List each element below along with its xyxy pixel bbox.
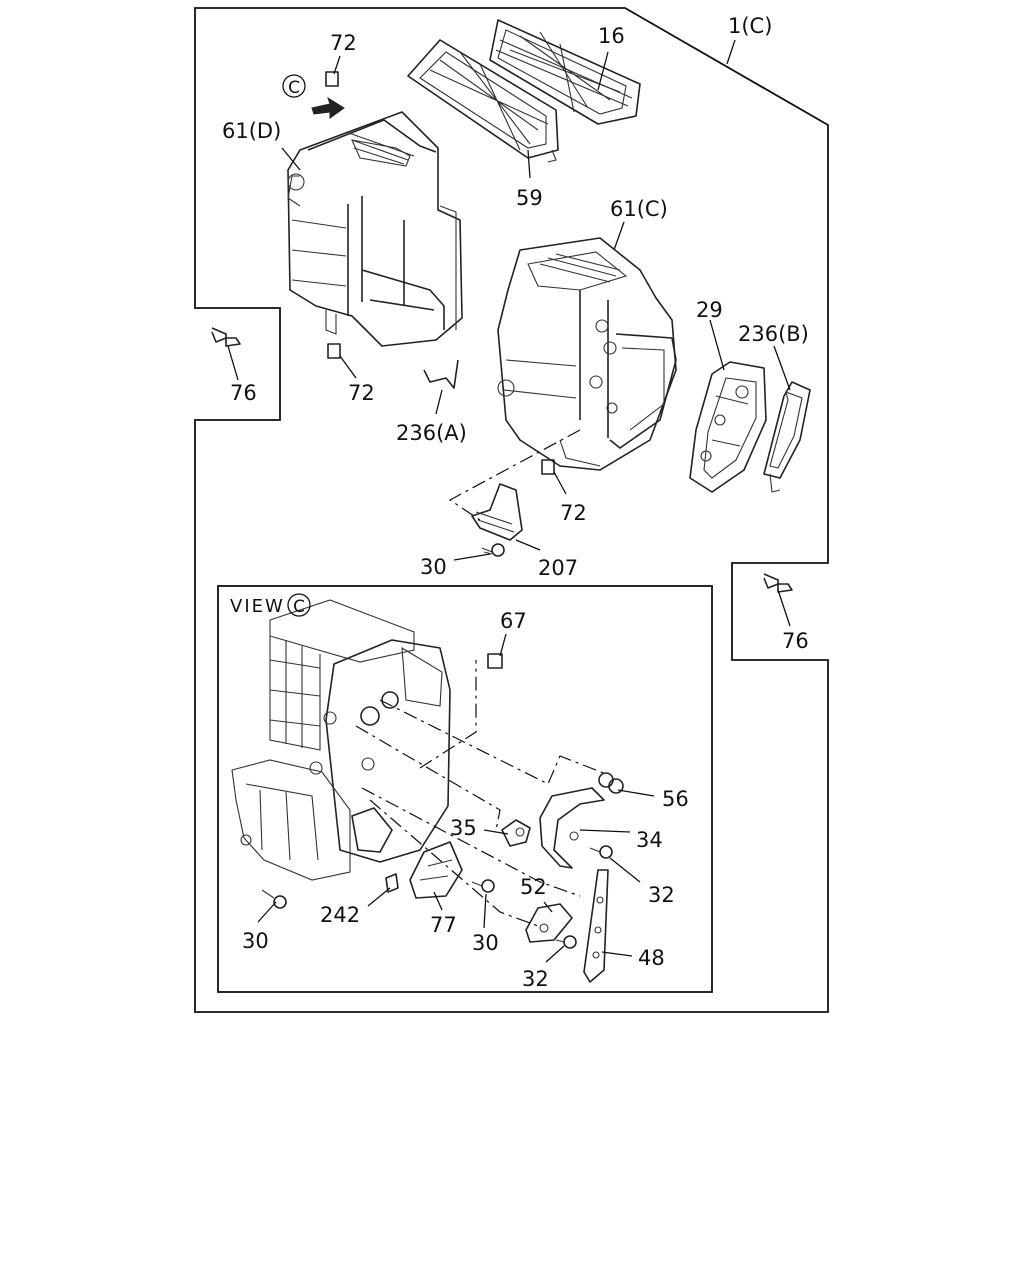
alignment-line-67 <box>419 660 477 769</box>
part-76-bracket-left <box>211 327 241 347</box>
view-symbol-marker: C <box>287 593 311 617</box>
view-c-inset-frame <box>217 585 713 993</box>
callout-30-view: 30 <box>472 931 499 955</box>
callout-34: 34 <box>636 828 663 852</box>
part-207-bracket <box>471 483 523 541</box>
view-c-reference-marker: C <box>282 74 306 98</box>
callout-59: 59 <box>516 186 543 210</box>
callout-30-view-left: 30 <box>242 929 269 953</box>
part-61c-case-half <box>497 237 677 471</box>
part-29-actuator <box>689 361 767 493</box>
callout-72-top: 72 <box>330 31 357 55</box>
part-236b-seal <box>763 381 811 493</box>
callout-52: 52 <box>520 875 547 899</box>
part-32-screw-a <box>589 845 613 859</box>
callout-77: 77 <box>430 913 457 937</box>
callout-48: 48 <box>638 946 665 970</box>
callout-236a: 236(A) <box>396 421 467 445</box>
callout-61d: 61(D) <box>222 119 281 143</box>
part-61d-case-half <box>287 111 463 347</box>
part-32-screw-b <box>555 935 577 949</box>
alignment-line-35 <box>355 725 501 831</box>
part-72-clip-top <box>325 71 339 87</box>
callout-72-mid: 72 <box>348 381 375 405</box>
part-72-clip-mid <box>327 343 341 359</box>
part-16-filter-frame <box>489 19 641 125</box>
part-52-bracket <box>525 903 573 943</box>
callout-207: 207 <box>538 556 578 580</box>
part-67-nut <box>487 653 503 669</box>
callout-32-b: 32 <box>522 967 549 991</box>
part-242-clip <box>385 873 399 893</box>
part-30-screw-view-left <box>261 889 287 909</box>
alignment-line-77 <box>369 799 539 927</box>
callout-29: 29 <box>696 298 723 322</box>
callout-35: 35 <box>450 816 477 840</box>
airflow-arrow <box>311 96 345 119</box>
alignment-line-48 <box>361 787 581 897</box>
callout-32-a: 32 <box>648 883 675 907</box>
part-59-filter <box>407 39 559 163</box>
leader-lines <box>227 39 791 963</box>
part-76-bracket-right <box>763 573 793 593</box>
callout-56: 56 <box>662 787 689 811</box>
callout-30-top: 30 <box>420 555 447 579</box>
part-30-screw-view-right <box>471 879 495 893</box>
callout-76-left: 76 <box>230 381 257 405</box>
callout-242: 242 <box>320 903 360 927</box>
part-77-actuator <box>409 841 463 899</box>
view-c-reference-letter: C <box>288 78 300 98</box>
diagram-frame <box>194 7 829 1013</box>
part-48-rod <box>583 869 609 983</box>
view-symbol-letter: C <box>293 597 305 617</box>
view-label: VIEW <box>230 596 285 617</box>
part-236a-seal <box>423 359 459 389</box>
callout-61c: 61(C) <box>610 197 668 221</box>
view-c-case-body <box>231 599 451 881</box>
callout-67: 67 <box>500 609 527 633</box>
callout-1c: 1(C) <box>728 14 772 38</box>
alignment-line-upper <box>448 429 581 521</box>
alignment-line-56 <box>379 699 607 785</box>
part-30-screw-upper <box>481 543 505 557</box>
part-56-clip <box>598 772 624 794</box>
callout-76-right: 76 <box>782 629 809 653</box>
part-35-lever <box>501 819 531 847</box>
callout-72-low: 72 <box>560 501 587 525</box>
part-72-clip-low <box>541 459 555 475</box>
callout-236b: 236(B) <box>738 322 809 346</box>
part-34-link-plate <box>539 787 605 869</box>
callout-16: 16 <box>598 24 625 48</box>
